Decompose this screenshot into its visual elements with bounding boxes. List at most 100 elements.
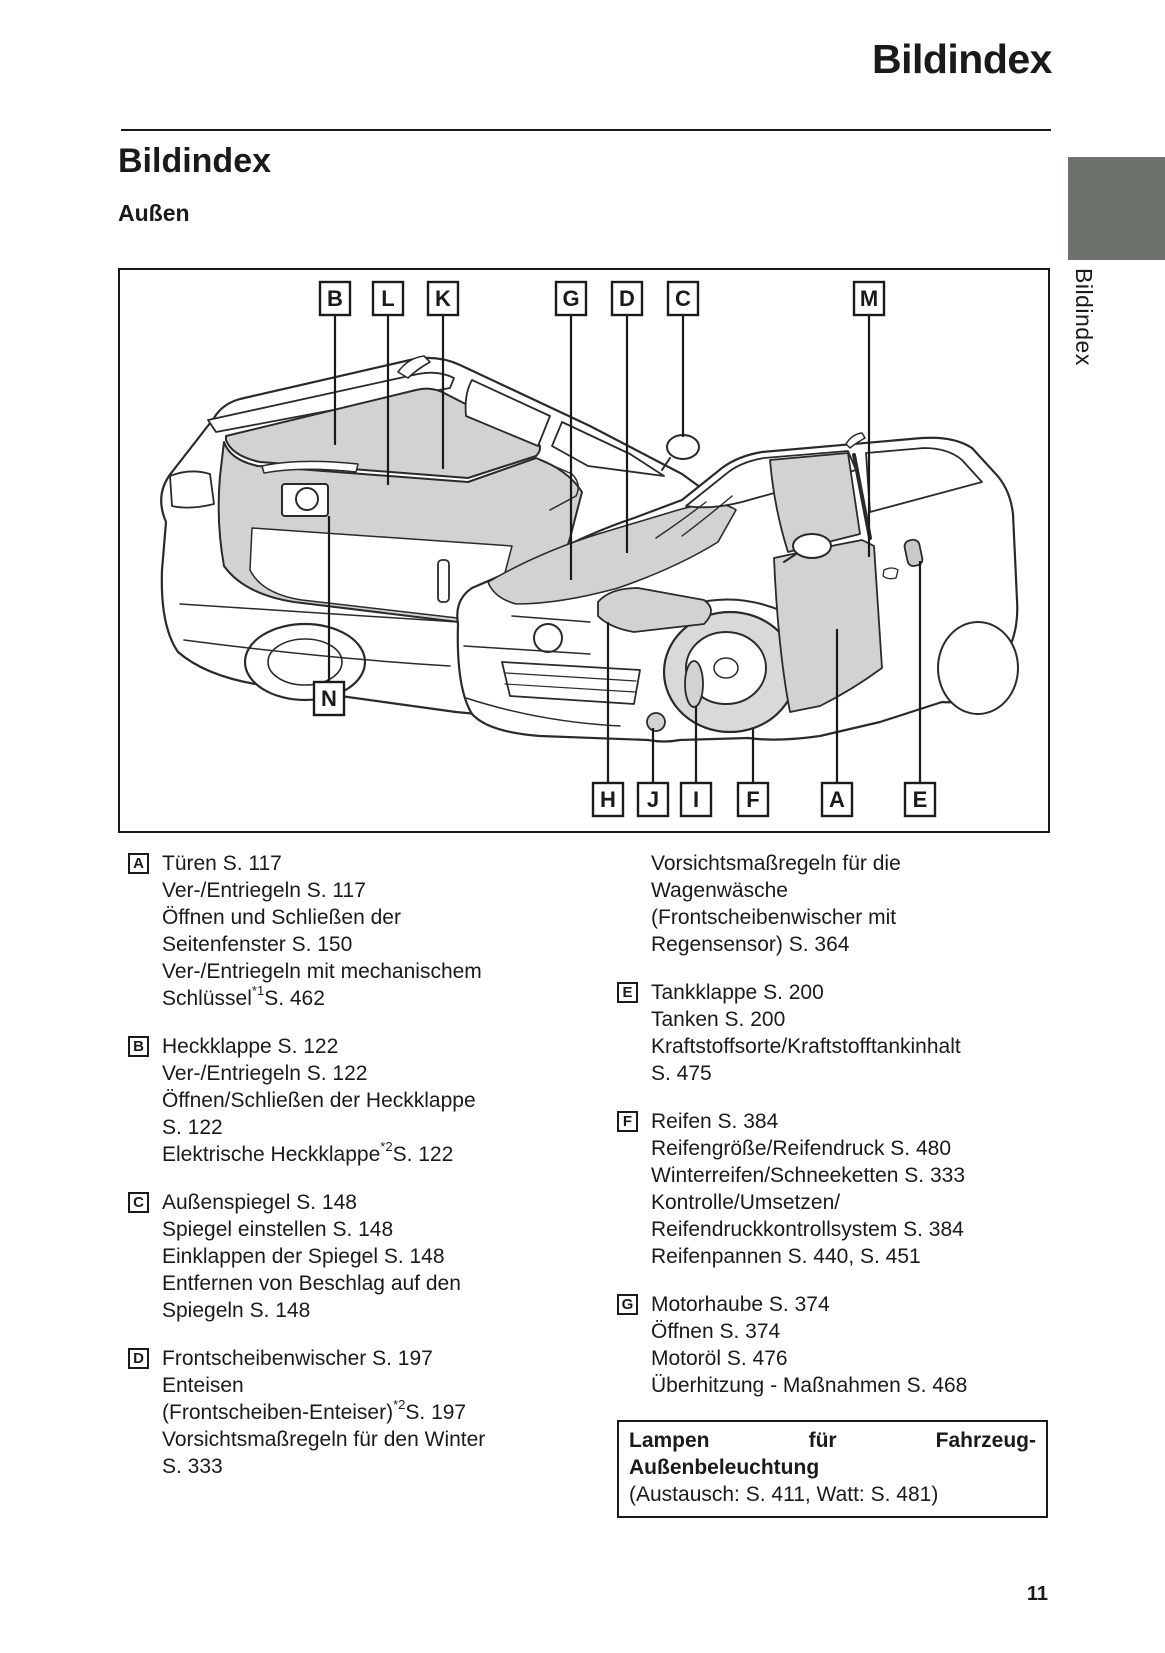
lamp-note-title-line2: Außenbeleuchtung bbox=[629, 1456, 820, 1479]
index-letter-badge-B: B bbox=[128, 1036, 149, 1057]
page-header-title: Bildindex bbox=[871, 36, 1053, 82]
diagram-label-A: A bbox=[820, 629, 854, 818]
svg-text:J: J bbox=[647, 787, 659, 812]
index-line: Elektrische Heckklappe*2S. 122 bbox=[162, 1139, 454, 1166]
diagram-label-K: K bbox=[426, 280, 460, 469]
index-line: Schlüssel*1S. 462 bbox=[162, 983, 325, 1010]
index-line: S. 122 bbox=[162, 1116, 223, 1139]
index-line: Seitenfenster S. 150 bbox=[162, 933, 353, 956]
header-divider bbox=[121, 129, 1051, 131]
index-line: (Frontscheibenwischer mit bbox=[651, 906, 897, 929]
index-line: Reifen S. 384 bbox=[651, 1110, 779, 1133]
index-line: Ver-/Entriegeln S. 122 bbox=[162, 1062, 368, 1085]
index-line: Tanken S. 200 bbox=[651, 1008, 786, 1031]
index-line: S. 333 bbox=[162, 1455, 223, 1478]
index-line: Spiegeln S. 148 bbox=[162, 1299, 311, 1322]
svg-text:K: K bbox=[435, 286, 451, 311]
index-line: Vorsichtsmaßregeln für den Winter bbox=[162, 1428, 486, 1451]
svg-text:A: A bbox=[829, 787, 845, 812]
svg-text:D: D bbox=[619, 286, 635, 311]
lamp-note-word: Lampen bbox=[629, 1429, 710, 1452]
index-line: Spiegel einstellen S. 148 bbox=[162, 1218, 394, 1241]
svg-text:C: C bbox=[675, 286, 691, 311]
index-line: Motorhaube S. 374 bbox=[651, 1293, 830, 1316]
index-line: S. 475 bbox=[651, 1062, 712, 1085]
car-diagram-illustration: B L K G D C M N H J I F A E bbox=[160, 280, 1019, 818]
diagram-label-F: F bbox=[736, 729, 770, 818]
section-title: Bildindex bbox=[118, 142, 272, 180]
index-line: Einklappen der Spiegel S. 148 bbox=[162, 1245, 445, 1268]
index-letter-badge-D: D bbox=[128, 1348, 149, 1369]
index-line: Außenspiegel S. 148 bbox=[162, 1191, 357, 1214]
index-letter-badge-A: A bbox=[128, 853, 149, 874]
lamp-note-box: Lampen für Fahrzeug- Außenbeleuchtung (Austa… bbox=[617, 1420, 1048, 1518]
index-line: Reifenpannen S. 440, S. 451 bbox=[651, 1245, 921, 1268]
diagram-label-J: J bbox=[636, 728, 670, 818]
diagram-label-B: B bbox=[318, 280, 352, 445]
diagram-label-C: C bbox=[666, 280, 700, 437]
index-line: Öffnen/Schließen der Heckklappe bbox=[162, 1089, 476, 1112]
index-line: Ver-/Entriegeln mit mechanischem bbox=[162, 960, 482, 983]
diagram-label-E: E bbox=[903, 561, 937, 818]
index-letter-badge-E: E bbox=[617, 982, 638, 1003]
index-line: Winterreifen/Schneeketten S. 333 bbox=[651, 1164, 966, 1187]
svg-text:F: F bbox=[746, 787, 759, 812]
diagram-label-N: N bbox=[312, 516, 346, 717]
svg-text:H: H bbox=[600, 787, 616, 812]
index-letter-badge-G: G bbox=[617, 1294, 638, 1315]
svg-text:B: B bbox=[327, 286, 343, 311]
index-line: Heckklappe S. 122 bbox=[162, 1035, 339, 1058]
index-letter-badge-F: F bbox=[617, 1111, 638, 1132]
svg-text:I: I bbox=[693, 787, 699, 812]
exterior-diagram-box: B L K G D C M N H J I F A E bbox=[118, 268, 1050, 833]
index-line: Regensensor) S. 364 bbox=[651, 933, 850, 956]
index-line: Ver-/Entriegeln S. 117 bbox=[162, 879, 366, 902]
chapter-tab-label: Bildindex bbox=[1071, 268, 1097, 366]
svg-text:E: E bbox=[913, 787, 928, 812]
index-line: Entfernen von Beschlag auf den bbox=[162, 1272, 461, 1295]
svg-text:M: M bbox=[860, 286, 878, 311]
index-line: Tankklappe S. 200 bbox=[651, 981, 824, 1004]
index-line: Türen S. 117 bbox=[162, 852, 282, 875]
index-line: (Frontscheiben-Enteiser)*2S. 197 bbox=[162, 1397, 467, 1424]
lamp-note-title-line1: Lampen für Fahrzeug- bbox=[629, 1427, 1036, 1454]
index-letter-badge-C: C bbox=[128, 1192, 149, 1213]
diagram-label-L: L bbox=[371, 280, 405, 485]
index-line: Kontrolle/Umsetzen/ bbox=[651, 1191, 841, 1214]
svg-text:N: N bbox=[321, 686, 337, 711]
subsection-title: Außen bbox=[118, 200, 190, 226]
svg-text:L: L bbox=[381, 286, 394, 311]
diagram-label-D: D bbox=[610, 280, 644, 553]
index-line: Reifendruckkontrollsystem S. 384 bbox=[651, 1218, 964, 1241]
chapter-tab-marker bbox=[1068, 157, 1165, 260]
page-number: 11 bbox=[1026, 1583, 1048, 1605]
lamp-note-word: für bbox=[808, 1429, 837, 1452]
diagram-label-M: M bbox=[852, 280, 886, 557]
index-line: Enteisen bbox=[162, 1374, 244, 1397]
diagram-label-I: I bbox=[679, 707, 713, 818]
index-line: Reifengröße/Reifendruck S. 480 bbox=[651, 1137, 951, 1160]
index-line: Überhitzung - Maßnahmen S. 468 bbox=[651, 1374, 968, 1397]
index-line: Öffnen und Schließen der bbox=[162, 906, 401, 929]
index-line: Frontscheibenwischer S. 197 bbox=[162, 1347, 433, 1370]
lamp-note-detail: (Austausch: S. 411, Watt: S. 481) bbox=[629, 1483, 939, 1506]
lamp-note-word: Fahrzeug- bbox=[935, 1429, 1036, 1452]
index-line: Kraftstoffsorte/Kraftstofftankinhalt bbox=[651, 1035, 961, 1058]
diagram-label-H: H bbox=[591, 622, 625, 818]
diagram-label-G: G bbox=[554, 280, 588, 580]
index-line: Öffnen S. 374 bbox=[651, 1320, 781, 1343]
front-car-illustration bbox=[456, 432, 1019, 743]
index-line: Vorsichtsmaßregeln für die bbox=[651, 852, 901, 875]
index-line: Wagenwäsche bbox=[651, 879, 788, 902]
